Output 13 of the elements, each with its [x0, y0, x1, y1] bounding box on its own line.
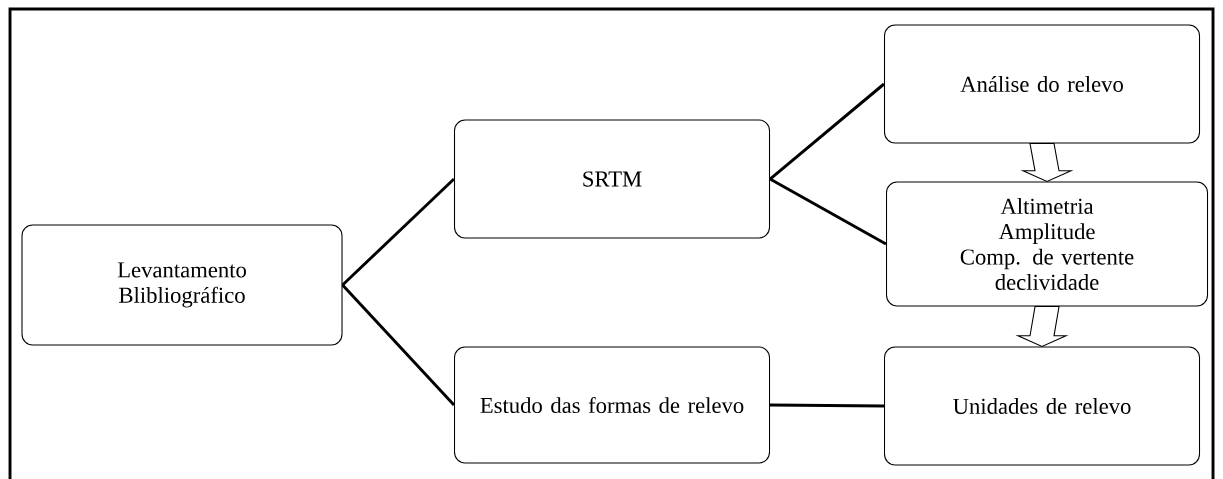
process-box: Análise do relevo: [883, 24, 1201, 144]
process-box: SRTM: [453, 119, 771, 239]
process-box: Unidades de relevo: [883, 346, 1201, 466]
connector-line: [770, 403, 884, 408]
block-arrow: [1020, 143, 1074, 183]
connector-line: [769, 177, 887, 246]
connector-line: [341, 284, 456, 406]
process-box: Altimetria Amplitude Comp. de vertente declividade: [885, 181, 1209, 307]
process-box: Estudo das formas de relevo: [453, 346, 771, 464]
block-arrow: [1015, 306, 1069, 348]
connector-line: [769, 82, 885, 181]
process-box: Levantamento Blibliográfico: [21, 224, 343, 346]
connector-line: [341, 177, 455, 287]
